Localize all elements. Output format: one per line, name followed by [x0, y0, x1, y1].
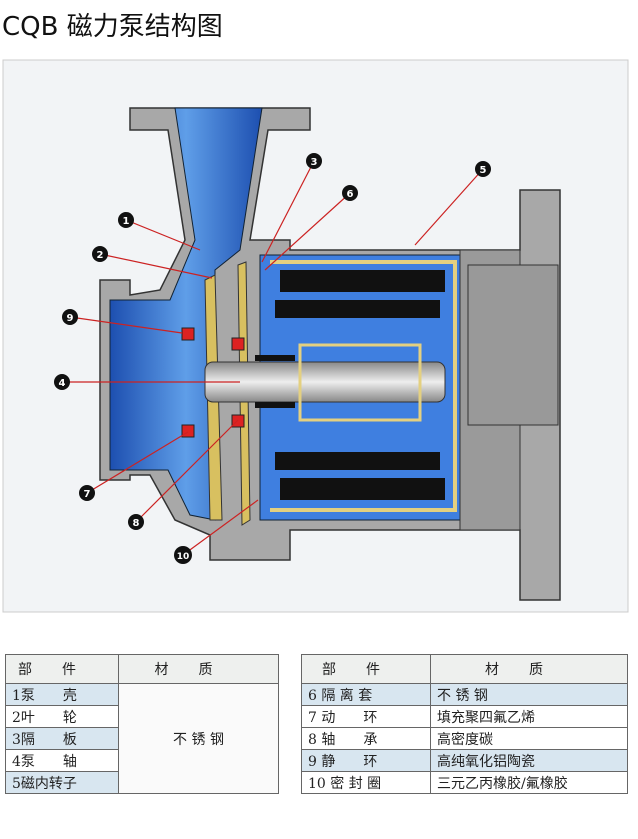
part-markers: 1 2 3 4 5 6 7 8 9 10	[54, 153, 491, 564]
marker-8: 8	[128, 514, 144, 530]
svg-text:2: 2	[97, 250, 104, 261]
part-cell: 5磁内转子	[5, 771, 119, 794]
svg-text:10: 10	[177, 552, 190, 562]
impeller	[204, 261, 251, 526]
marker-4: 4	[54, 374, 70, 390]
material-cell: 填充聚四氟乙烯	[430, 705, 628, 728]
part-cell: 4泵 轴	[5, 749, 119, 772]
svg-text:7: 7	[84, 489, 91, 500]
svg-text:6: 6	[347, 189, 354, 200]
page-title: CQB 磁力泵结构图	[2, 12, 223, 42]
header-part: 部件	[301, 654, 431, 684]
svg-text:9: 9	[67, 313, 74, 324]
material-cell: 高密度碳	[430, 727, 628, 750]
part-cell: 3隔 板	[5, 727, 119, 750]
rotor-hub	[298, 343, 422, 422]
pump-shaft	[204, 361, 446, 403]
header-material: 材质	[430, 654, 628, 684]
part-cell: 9 静 环	[301, 749, 431, 772]
part-cell: 10 密 封 圈	[301, 771, 431, 794]
material-cell: 三元乙丙橡胶/氟橡胶	[430, 771, 628, 794]
leader-lines	[62, 160, 484, 556]
material-cell: 高纯氧化铝陶瓷	[430, 749, 628, 772]
marker-2: 2	[92, 246, 108, 262]
svg-text:3: 3	[311, 157, 318, 168]
marker-6: 6	[342, 185, 358, 201]
header-part: 部件	[5, 654, 119, 684]
marker-10: 10	[174, 546, 192, 564]
svg-text:8: 8	[133, 518, 140, 529]
part-cell: 2叶 轮	[5, 705, 119, 728]
part-cell: 1泵 壳	[5, 683, 119, 706]
part-cell: 7 动 环	[301, 705, 431, 728]
header-material: 材质	[118, 654, 279, 684]
materials-table-left: 部件材质 1泵 壳不 锈 钢 2叶 轮 3隔 板 4泵 轴 5磁内转子	[5, 654, 279, 794]
bearing-blocks	[255, 355, 295, 408]
magnets	[275, 270, 445, 500]
part-cell: 6 隔 离 套	[301, 683, 431, 706]
marker-7: 7	[79, 485, 95, 501]
isolation-sleeve	[270, 260, 457, 512]
svg-text:4: 4	[59, 378, 66, 389]
svg-text:1: 1	[123, 216, 130, 227]
materials-table-right: 部件材质 6 隔 离 套不 锈 钢 7 动 环填充聚四氟乙烯 8 轴 承高密度碳…	[301, 654, 628, 794]
marker-9: 9	[62, 309, 78, 325]
fluid-outlet	[109, 107, 263, 521]
marker-1: 1	[118, 212, 134, 228]
pump-structure-diagram: 1 2 3 4 5 6 7 8 9 10	[2, 59, 629, 613]
svg-text:5: 5	[480, 165, 487, 176]
material-cell: 不 锈 钢	[118, 683, 279, 794]
material-cell: 不 锈 钢	[430, 683, 628, 706]
marker-3: 3	[306, 153, 322, 169]
part-cell: 8 轴 承	[301, 727, 431, 750]
marker-5: 5	[475, 161, 491, 177]
